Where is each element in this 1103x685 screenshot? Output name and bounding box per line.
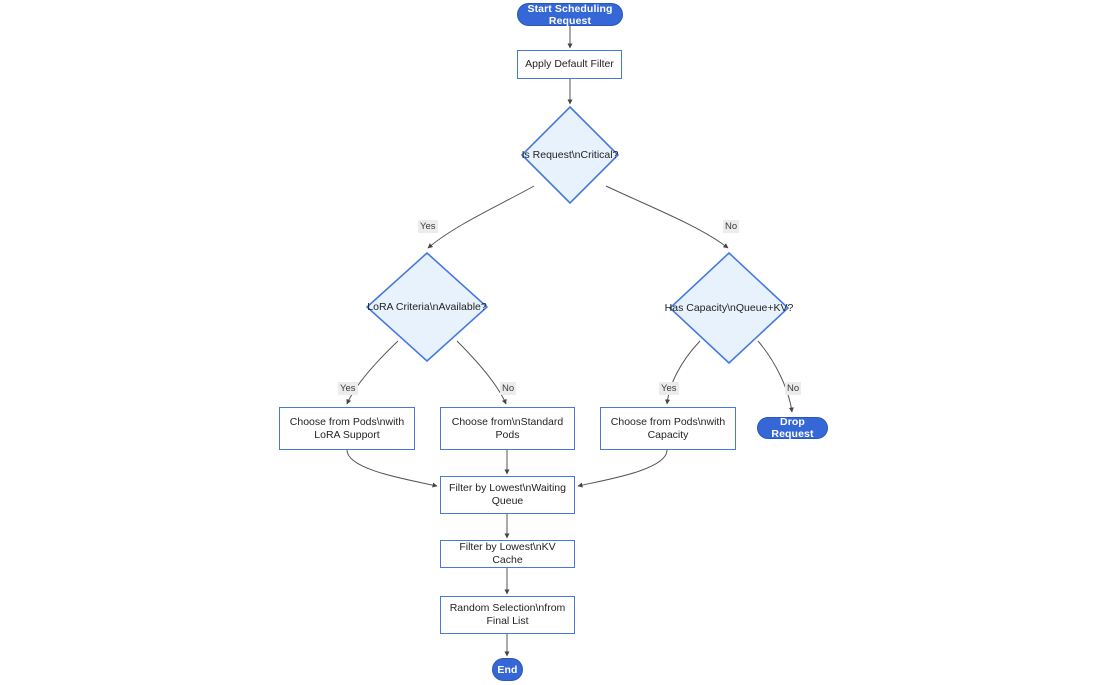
edge-label-lora-yes: Yes bbox=[338, 382, 358, 395]
diamond-shape-has-capacity-queue-kv bbox=[669, 252, 789, 364]
diamond-shape-lora-criteria-available bbox=[366, 252, 488, 362]
node-choose-pods-capacity-label: Choose from Pods\nwith Capacity bbox=[610, 415, 726, 441]
node-random-selection-final-list-label: Random Selection\nfrom Final List bbox=[449, 602, 566, 627]
node-has-capacity-queue-kv[interactable]: Has Capacity\nQueue+KV? bbox=[665, 252, 793, 364]
edge-is-critical-no-to-capacity bbox=[605, 185, 729, 249]
node-choose-standard-pods[interactable]: Choose from\nStandard Pods bbox=[440, 407, 575, 450]
edge-pods-lora-to-filter-queue bbox=[346, 449, 438, 488]
node-drop-request[interactable]: Drop Request bbox=[757, 416, 828, 440]
node-filter-lowest-kv-cache[interactable]: Filter by Lowest\nKV Cache bbox=[440, 540, 575, 568]
node-drop-request-label: Drop Request bbox=[771, 416, 814, 440]
edge-is-critical-yes-to-lora bbox=[427, 185, 535, 249]
edge-pods-capacity-to-filter-queue bbox=[577, 449, 668, 488]
node-lora-criteria-available[interactable]: LoRA Criteria\nAvailable? bbox=[366, 252, 488, 362]
node-choose-pods-lora-support[interactable]: Choose from Pods\nwith LoRA Support bbox=[279, 407, 415, 450]
node-filter-lowest-kv-cache-label: Filter by Lowest\nKV Cache bbox=[459, 541, 556, 566]
edge-label-capacity-yes: Yes bbox=[659, 382, 679, 395]
node-apply-default-filter[interactable]: Apply Default Filter bbox=[517, 50, 622, 79]
node-has-capacity-queue-kv-label: Has Capacity\nQueue+KV? bbox=[664, 302, 794, 314]
edge-label-critical-yes: Yes bbox=[418, 220, 438, 233]
node-filter-lowest-waiting-queue-label: Filter by Lowest\nWaiting Queue bbox=[449, 482, 566, 507]
edge-label-capacity-no: No bbox=[785, 382, 802, 395]
edge-label-critical-no: No bbox=[723, 220, 740, 233]
node-end-label: End bbox=[497, 663, 518, 676]
node-apply-default-filter-label: Apply Default Filter bbox=[525, 58, 614, 70]
edge-label-lora-no: No bbox=[500, 382, 517, 395]
node-lora-criteria-available-label: LoRA Criteria\nAvailable? bbox=[367, 301, 487, 313]
node-is-request-critical[interactable]: Is Request\nCritical? bbox=[521, 106, 619, 204]
node-start-label: Start Scheduling Request bbox=[527, 2, 613, 27]
node-choose-pods-capacity[interactable]: Choose from Pods\nwith Capacity bbox=[600, 407, 736, 450]
node-end[interactable]: End bbox=[492, 658, 523, 681]
node-is-request-critical-label: Is Request\nCritical? bbox=[521, 149, 619, 161]
node-random-selection-final-list[interactable]: Random Selection\nfrom Final List bbox=[440, 596, 575, 634]
node-start[interactable]: Start Scheduling Request bbox=[517, 2, 623, 27]
node-choose-pods-lora-support-label: Choose from Pods\nwith LoRA Support bbox=[289, 415, 405, 441]
node-filter-lowest-waiting-queue[interactable]: Filter by Lowest\nWaiting Queue bbox=[440, 476, 575, 514]
node-choose-standard-pods-label: Choose from\nStandard Pods bbox=[451, 415, 564, 441]
diamond-shape-is-request-critical bbox=[521, 106, 619, 204]
